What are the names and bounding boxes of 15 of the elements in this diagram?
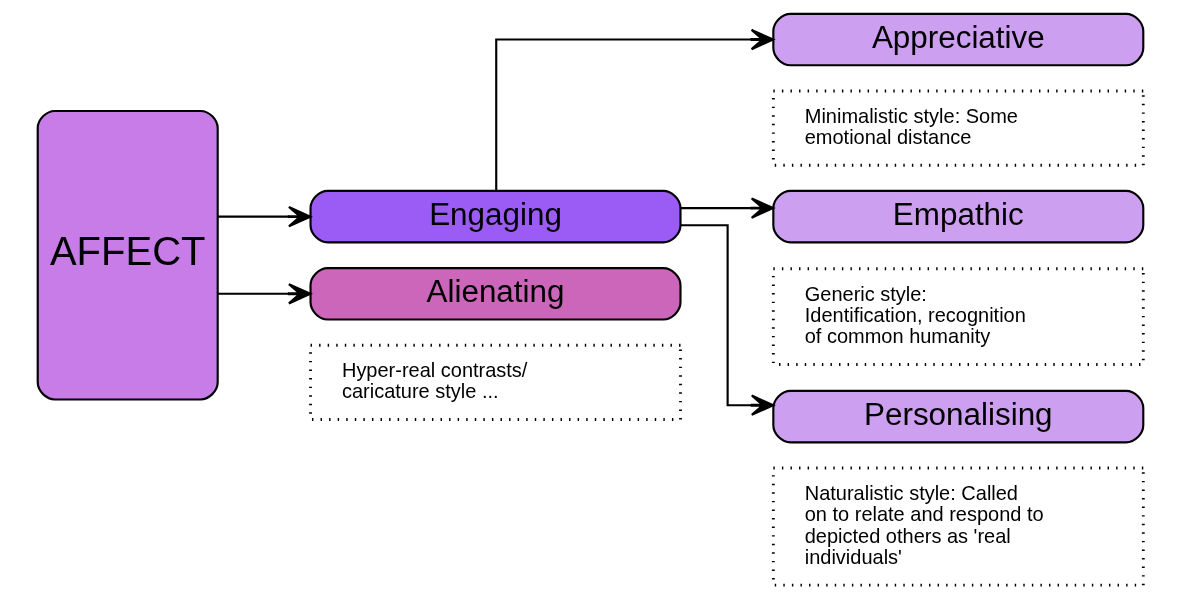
arrow <box>218 205 312 228</box>
node-box: Empathic <box>772 189 1145 244</box>
node-box: Naturalistic style: Called on to relate and respond to depicted others as 'real individuals' <box>771 466 1145 587</box>
node-box: Engaging <box>309 189 682 244</box>
arrow <box>495 28 775 191</box>
node-box: Alienating <box>309 267 682 321</box>
node-box: Generic style: Identification, recognition of common humanity <box>771 267 1145 366</box>
node-box: Hyper-real contrasts/ caricature style ... <box>309 343 682 421</box>
arrow <box>218 283 312 305</box>
node-box: Minimalistic style: Some emotional distance <box>771 89 1145 167</box>
arrow <box>680 224 775 416</box>
arrow <box>681 197 775 219</box>
node-box: Personalising <box>772 389 1145 444</box>
node-box: AFFECT <box>36 109 219 401</box>
node-box: Appreciative <box>772 12 1145 67</box>
